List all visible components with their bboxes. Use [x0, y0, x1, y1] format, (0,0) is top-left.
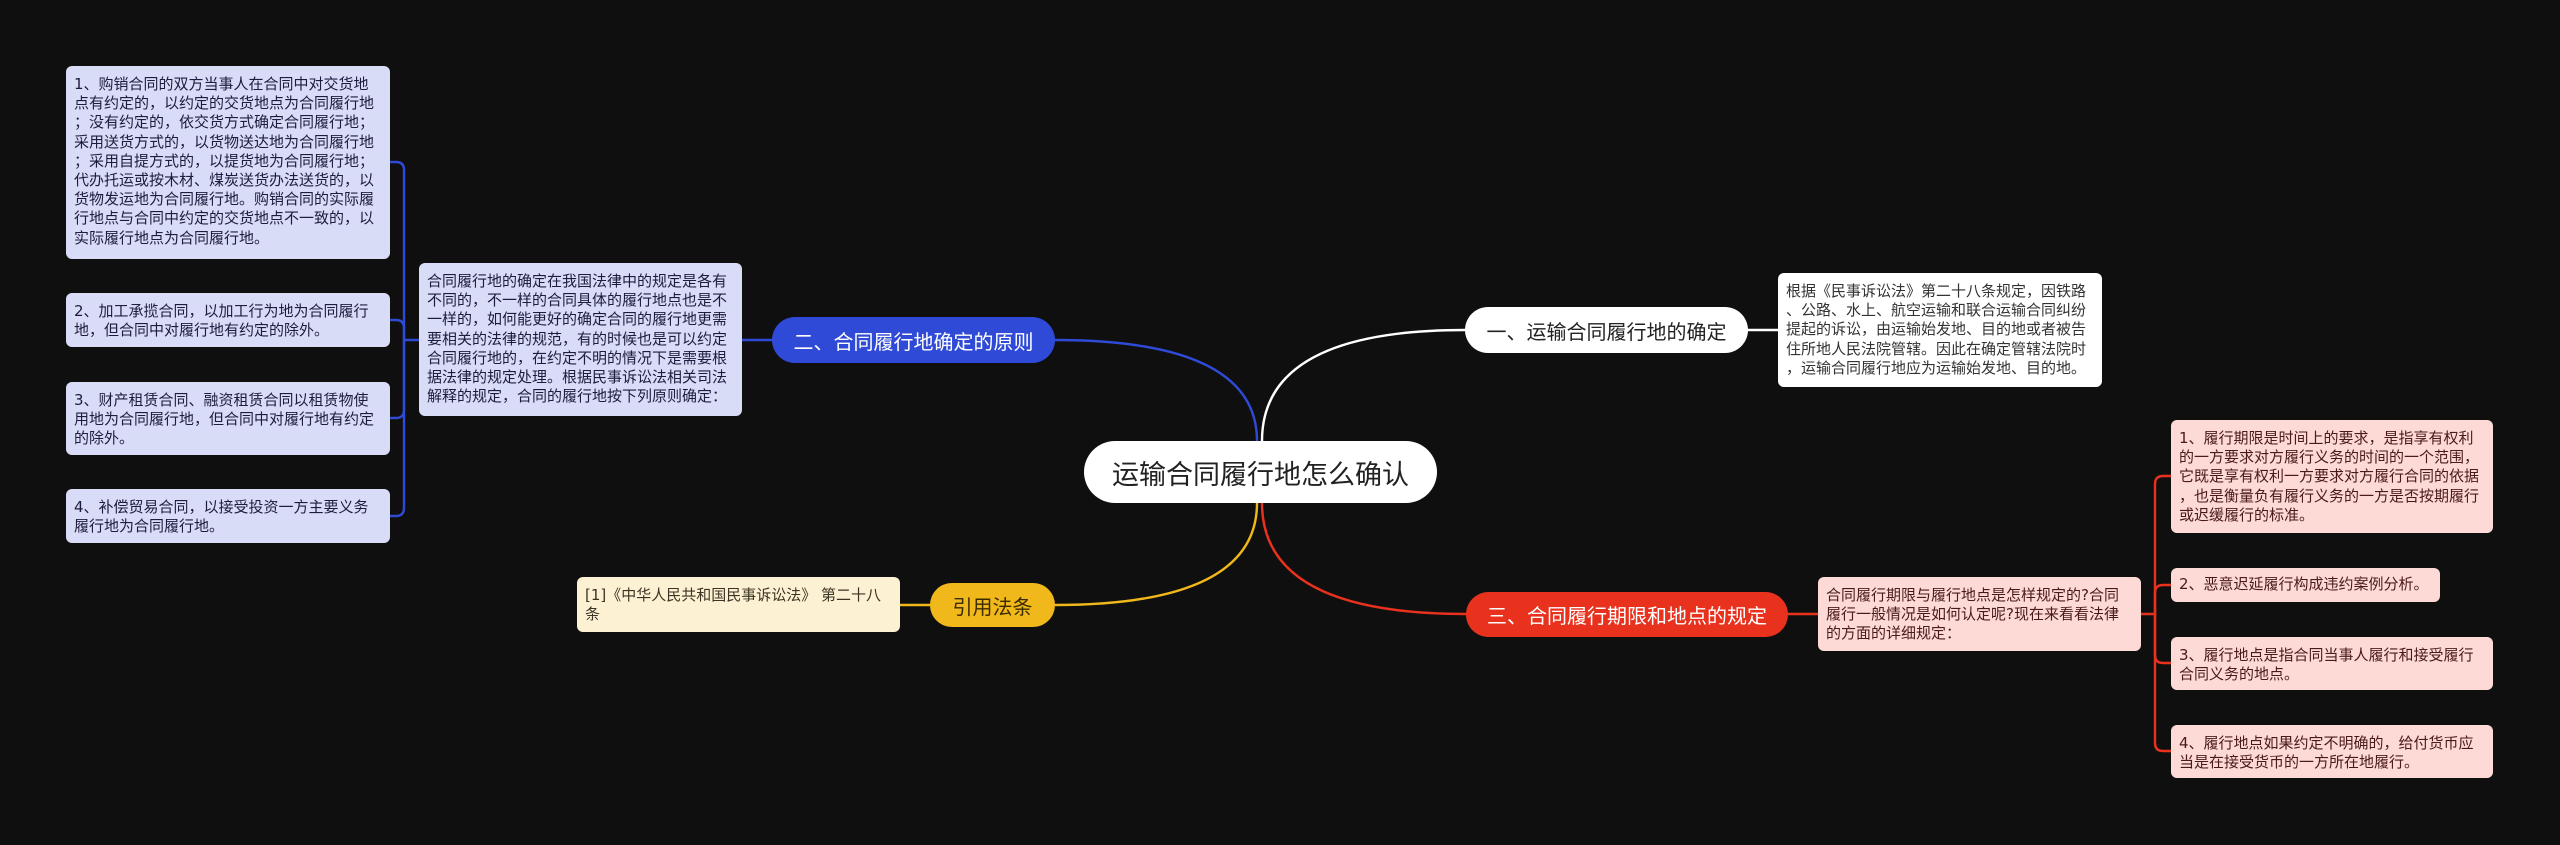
branch-3-item-1[interactable]: 1、履行期限是时间上的要求，是指享有权利 的一方要求对方履行义务的时间的一个范围…	[2171, 420, 2493, 533]
branch-2-label: 二、合同履行地确定的原则	[793, 329, 1034, 354]
branch-1-label: 一、运输合同履行地的确定	[1486, 319, 1727, 344]
link-root-to-branch-4	[1053, 501, 1259, 607]
link-branch-3-item-1	[2153, 474, 2173, 616]
link-branch-2-item-1	[388, 160, 406, 342]
branch-3-item-2[interactable]: 2、恶意迟延履行构成违约案例分析。	[2171, 568, 2440, 602]
link-branch-2-item-3	[388, 338, 406, 420]
link-root-to-branch-1	[1260, 328, 1467, 443]
link-branch-2-item-2	[388, 318, 406, 342]
link-branch-3-item-4	[2153, 612, 2173, 753]
link-branch-3-item-2	[2153, 583, 2173, 616]
branch-4-label: 引用法条	[952, 594, 1033, 619]
branch-2-item-2[interactable]: 2、加工承揽合同，以加工行为地为合同履行 地，但合同中对履行地有约定的除外。	[66, 293, 390, 347]
root-topic[interactable]: 运输合同履行地怎么确认	[1084, 441, 1437, 503]
branch-2-summary-box[interactable]: 合同履行地的确定在我国法律中的规定是各有 不同的，不一样的合同具体的履行地点也是…	[419, 263, 742, 416]
branch-3-summary-box[interactable]: 合同履行期限与履行地点是怎样规定的?合同 履行一般情况是如何认定呢?现在来看看法…	[1818, 577, 2141, 651]
branch-3-label: 三、合同履行期限和地点的规定	[1487, 604, 1767, 628]
link-root-to-branch-3	[1260, 501, 1468, 616]
branch-2-item-4[interactable]: 4、补偿贸易合同，以接受投资一方主要义务 履行地为合同履行地。	[66, 489, 390, 543]
branch-3-item-3[interactable]: 3、履行地点是指合同当事人履行和接受履行 合同义务的地点。	[2171, 637, 2493, 690]
branch-4-topic[interactable]: 引用法条	[930, 583, 1055, 627]
citation-box[interactable]: [1]《中华人民共和国民事诉讼法》 第二十八 条	[577, 577, 900, 632]
branch-2-topic[interactable]: 二、合同履行地确定的原则	[772, 317, 1055, 363]
root-topic-label: 运输合同履行地怎么确认	[1112, 459, 1409, 491]
link-branch-2-item-4	[388, 338, 406, 518]
branch-3-topic[interactable]: 三、合同履行期限和地点的规定	[1466, 592, 1788, 637]
link-branch-3-item-3	[2153, 612, 2173, 665]
branch-2-item-1[interactable]: 1、购销合同的双方当事人在合同中对交货地 点有约定的，以约定的交货地点为合同履行…	[66, 66, 390, 259]
branch-3-item-4[interactable]: 4、履行地点如果约定不明确的，给付货币应 当是在接受货币的一方所在地履行。	[2171, 725, 2493, 778]
link-root-to-branch-2	[1053, 338, 1259, 443]
branch-2-item-3[interactable]: 3、财产租赁合同、融资租赁合同以租赁物使 用地为合同履行地，但合同中对履行地有约…	[66, 382, 390, 455]
branch-1-topic[interactable]: 一、运输合同履行地的确定	[1465, 307, 1748, 353]
branch-1-detail-box[interactable]: 根据《民事诉讼法》第二十八条规定，因铁路 、公路、水上、航空运输和联合运输合同纠…	[1778, 273, 2102, 387]
